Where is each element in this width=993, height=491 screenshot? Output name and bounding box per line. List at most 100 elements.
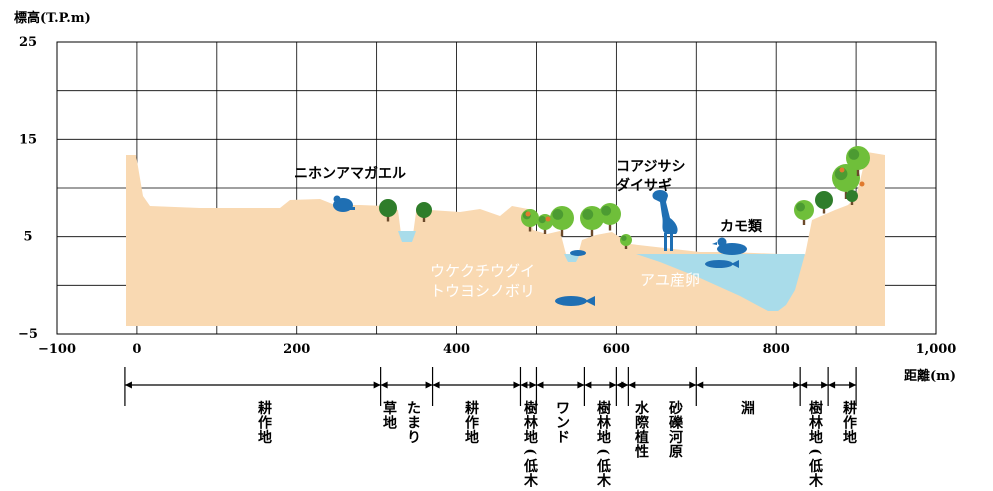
x-tick-label: 1,000	[916, 342, 957, 357]
landuse-char: 木	[523, 473, 539, 490]
arrow-head-left	[380, 381, 388, 389]
tree-trunk	[528, 223, 532, 232]
vegetation	[379, 146, 870, 249]
blossom	[859, 181, 865, 187]
landuse-label: 耕作地	[465, 400, 479, 446]
blossom	[839, 167, 845, 173]
tree-trunk	[386, 213, 390, 222]
landuse-char: 地	[258, 429, 272, 446]
landuse-char: 木	[596, 473, 612, 490]
tree-crown	[846, 146, 870, 170]
duck-icon	[712, 237, 747, 255]
tree-shade	[796, 202, 805, 212]
landuse-label: 耕作地	[258, 400, 272, 446]
tree-shade	[582, 209, 594, 220]
landuse-char: (	[522, 448, 538, 455]
fish-icon-ugui	[555, 296, 595, 306]
arrow-head-right	[821, 381, 829, 389]
landuse-char: (	[595, 448, 611, 455]
arrow-head-left	[124, 381, 132, 389]
label-great-egret: ダイサギ	[616, 177, 672, 194]
landuse-char: 砂	[668, 400, 683, 417]
landuse-char: 耕	[465, 400, 479, 417]
egret-icon	[652, 190, 678, 251]
landuse-char: 樹	[809, 400, 823, 417]
landuse-char: ン	[556, 416, 570, 432]
tree-trunk	[624, 243, 628, 249]
water-pool	[398, 231, 416, 242]
y-tick-label: −5	[18, 327, 38, 342]
landuse-char: 際	[635, 415, 650, 432]
landuse-char: 低	[808, 458, 823, 475]
landuse-char: 礫	[669, 415, 684, 432]
landuse-bar	[124, 367, 857, 406]
landuse-char: 地	[524, 429, 538, 446]
tree-crown	[416, 202, 432, 218]
landuse-char: 作	[465, 415, 479, 432]
landuse-label: 耕作地	[843, 400, 857, 446]
blossom	[525, 211, 531, 217]
fish-icon-goby	[570, 250, 586, 256]
tree-crown	[794, 200, 814, 220]
landuse-char: 性	[635, 444, 649, 461]
landuse-char: 地	[465, 429, 479, 446]
arrow-head-right	[425, 381, 433, 389]
fish-icon-ayu	[705, 260, 739, 268]
landuse-char: り	[407, 430, 421, 446]
y-tick-label: 25	[19, 35, 37, 50]
tree-shade	[417, 204, 425, 212]
landuse-char: 樹	[524, 400, 538, 417]
tree-trunk	[422, 214, 426, 222]
blossom	[545, 216, 551, 222]
arrow-head-right	[373, 381, 381, 389]
animals	[333, 190, 747, 306]
landuse-char: 地	[809, 429, 823, 446]
landuse-label: 樹林地(低木)	[807, 400, 824, 490]
arrow-head-left	[828, 381, 836, 389]
tree-crown	[846, 190, 858, 202]
landuse-char: 水	[635, 400, 650, 417]
arrow-head-left	[432, 381, 440, 389]
landuse-char: 木	[808, 473, 824, 490]
arrow-head-left	[800, 381, 808, 389]
landuse-char: 草	[383, 400, 397, 417]
arrow-head-left	[584, 381, 592, 389]
tree-trunk	[590, 225, 594, 236]
arrow-head-right	[621, 381, 629, 389]
landuse-char: 植	[634, 429, 649, 446]
arrow-head-right	[849, 381, 857, 389]
landuse-char: 地	[843, 429, 857, 446]
label-goby: トウヨシノボリ	[430, 282, 535, 300]
x-tick-label: −100	[38, 342, 76, 357]
tree-trunk	[844, 186, 848, 199]
landuse-char: ワ	[556, 401, 570, 417]
tree-shade	[847, 191, 853, 197]
landuse-char: 耕	[843, 400, 857, 417]
terrain	[126, 152, 885, 326]
landuse-label: 草地	[383, 400, 397, 432]
tree-shade	[621, 235, 627, 241]
label-frog: ニホンアマガエル	[294, 166, 406, 182]
tree-shade	[380, 201, 389, 210]
label-least-tern: コアジサシ	[616, 159, 685, 175]
tree-crown	[521, 209, 539, 227]
tree-trunk	[802, 216, 806, 225]
landuse-char: ド	[556, 430, 570, 446]
landuse-char: 河	[669, 429, 683, 446]
landuse-char: た	[407, 401, 421, 417]
landuse-char: 耕	[258, 400, 272, 417]
landuse-labels: 耕作地草地たまり耕作地樹林地(低木)ワンド樹林地(低木)水際植性砂礫河原淵樹林地…	[258, 400, 857, 490]
landuse-char: 作	[258, 415, 272, 432]
tree-crown	[815, 191, 833, 209]
y-tick-label: 15	[19, 132, 37, 147]
landuse-char: 樹	[597, 400, 611, 417]
water-wando	[564, 254, 580, 262]
x-axis-label: 距離(m)	[904, 368, 956, 384]
tree-trunk	[822, 205, 826, 214]
axes: 標高(T.P.m) 距離(m)	[14, 10, 956, 384]
landuse-label: 樹林地(低木)	[595, 400, 612, 490]
arrow-head-left	[536, 381, 544, 389]
